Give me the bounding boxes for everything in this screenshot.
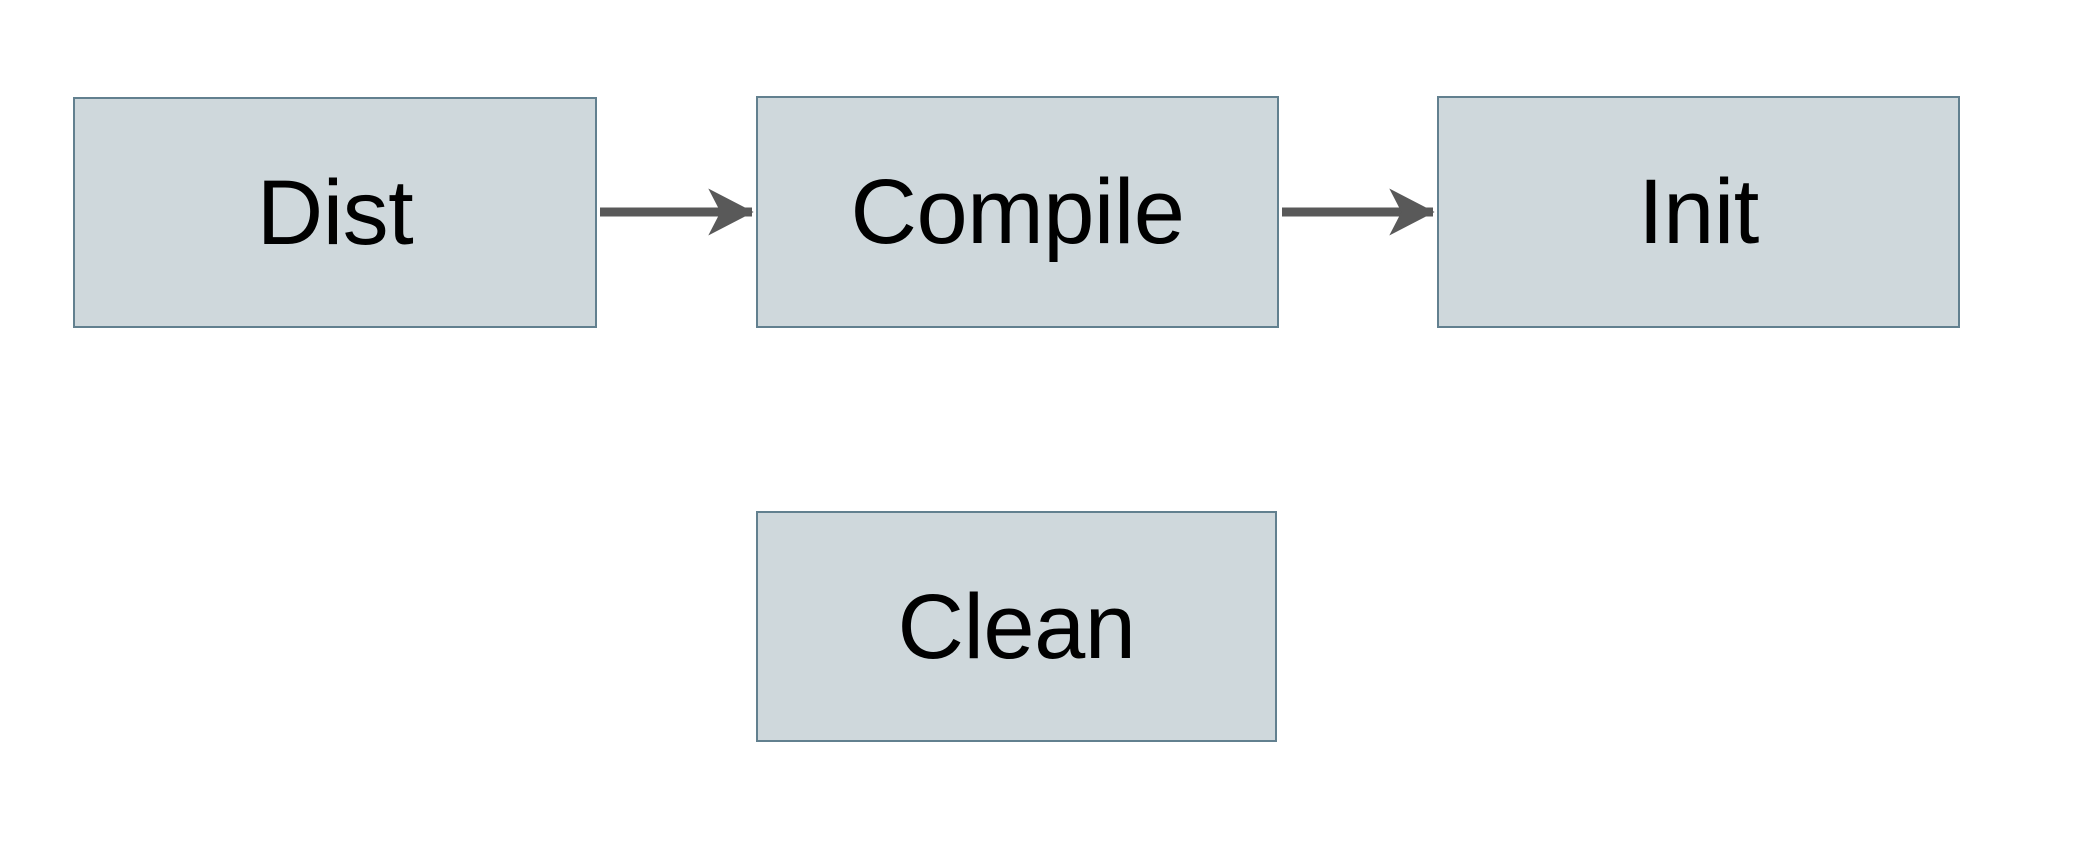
node-clean-label: Clean bbox=[897, 575, 1136, 678]
node-compile-label: Compile bbox=[850, 161, 1185, 263]
node-dist-label: Dist bbox=[256, 161, 414, 264]
node-init-label: Init bbox=[1638, 161, 1759, 263]
node-init[interactable]: Init bbox=[1437, 96, 1960, 328]
node-clean[interactable]: Clean bbox=[756, 511, 1277, 742]
node-compile[interactable]: Compile bbox=[756, 96, 1279, 328]
node-dist[interactable]: Dist bbox=[73, 97, 597, 328]
